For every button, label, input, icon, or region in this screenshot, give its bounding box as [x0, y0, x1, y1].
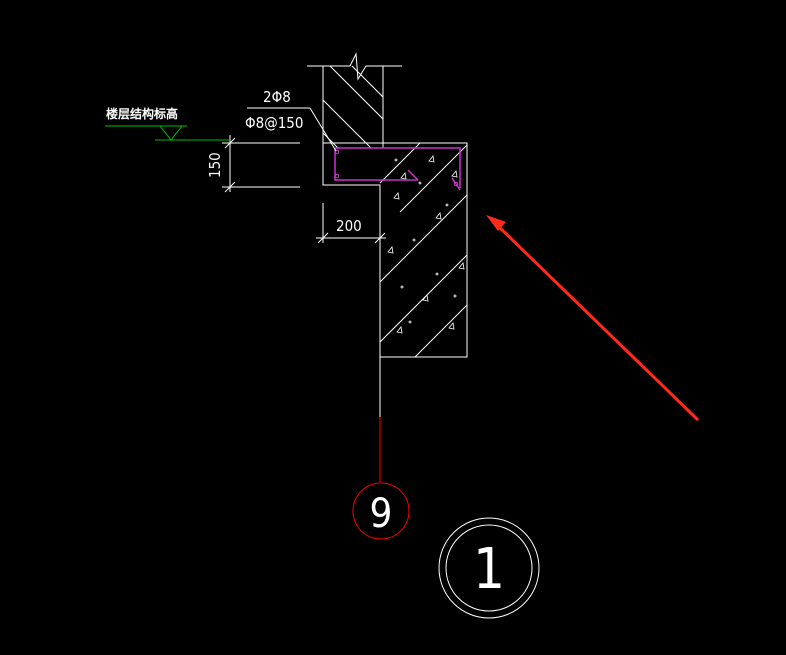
beam-outline	[322, 142, 468, 358]
detail-bubble-outer	[438, 517, 540, 619]
dim-height	[222, 135, 300, 193]
detail-label: 1	[473, 537, 505, 602]
rebar-bars	[334, 149, 459, 187]
rebar-stirrup-label: Φ8@150	[245, 114, 303, 132]
concrete-hatch	[379, 142, 468, 358]
upper-wall	[307, 52, 402, 149]
elevation-marker	[105, 125, 230, 141]
rebar-stirrup	[334, 147, 461, 191]
concrete-aggregate	[387, 155, 465, 334]
axis-bubble	[352, 482, 410, 540]
red-arrow	[486, 215, 700, 422]
axis-label: 9	[370, 491, 393, 537]
dim-height-label: 150	[206, 152, 224, 178]
dim-width-label: 200	[336, 217, 362, 235]
rebar-top-label: 2Φ8	[263, 88, 291, 106]
elevation-label: 楼层结构标高	[106, 106, 178, 121]
dim-width	[316, 203, 386, 244]
detail-bubble-inner	[445, 524, 533, 612]
rebar-leader	[247, 107, 337, 152]
